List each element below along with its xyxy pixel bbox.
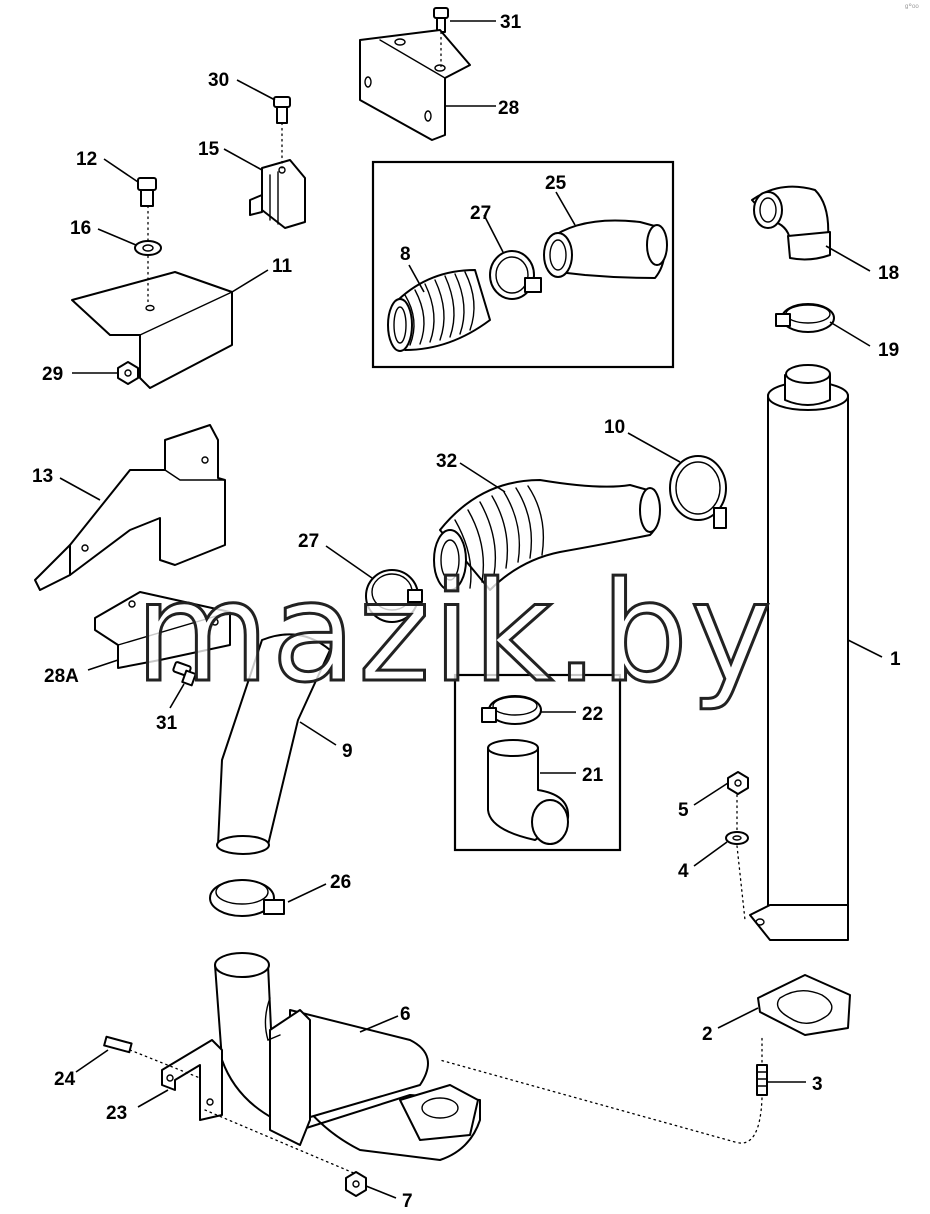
- clamp-10: [669, 455, 727, 529]
- callout-31-top: 31: [500, 12, 522, 33]
- callout-11: 11: [272, 256, 293, 277]
- bolt-30: [273, 96, 291, 124]
- gasket-2: [757, 974, 851, 1036]
- inset-box-lower: [453, 673, 622, 852]
- bracket-23: [161, 1039, 223, 1121]
- callout-16: 16: [70, 218, 91, 239]
- clamp-27-middle: [365, 569, 423, 623]
- washer-4: [725, 831, 749, 845]
- flex-pipe-32: [433, 479, 661, 591]
- bracket-28a: [94, 591, 231, 669]
- inset-box-upper: [371, 160, 675, 369]
- bracket-13: [34, 424, 226, 591]
- callout-32: 32: [436, 451, 457, 472]
- callout-12: 12: [76, 149, 97, 170]
- callout-28: 28: [498, 98, 519, 119]
- callout-27-middle: 27: [298, 531, 319, 552]
- callout-15: 15: [198, 139, 220, 160]
- callout-25: 25: [545, 173, 567, 194]
- elbow-21: [487, 739, 570, 845]
- heat-shield-11: [71, 271, 233, 389]
- stud-24: [103, 1035, 133, 1054]
- clamp-27-upper: [489, 250, 542, 300]
- callout-29: 29: [42, 364, 63, 385]
- callout-19: 19: [878, 340, 899, 361]
- callout-21: 21: [582, 765, 604, 786]
- assembly-paths: [129, 31, 763, 1175]
- callout-31-left: 31: [156, 713, 178, 734]
- nut-29: [117, 361, 139, 385]
- stud-3: [756, 1064, 768, 1096]
- clip-15: [249, 159, 306, 229]
- callout-22: 22: [582, 704, 603, 725]
- callout-1: 1: [890, 649, 901, 670]
- callout-9: 9: [342, 741, 353, 762]
- muffler-1: [749, 364, 849, 941]
- bracket-28: [359, 29, 471, 141]
- corner-mark: ᵍ°ᵒᵒ: [905, 2, 919, 12]
- callout-26: 26: [330, 872, 351, 893]
- nut-5: [727, 771, 749, 795]
- callout-24: 24: [54, 1069, 76, 1090]
- callout-4: 4: [678, 861, 689, 882]
- nut-7: [345, 1171, 367, 1197]
- callout-30: 30: [208, 70, 229, 91]
- callout-labels: 31 28 30 15 12 16 11 29 25 27 8 18 19 10…: [32, 12, 901, 1212]
- rain-cap-elbow-18: [751, 185, 831, 261]
- bolt-31-top: [433, 7, 449, 33]
- callout-18: 18: [878, 263, 899, 284]
- elbow-hose-25: [543, 219, 668, 279]
- clamp-19: [775, 303, 835, 333]
- exhaust-pipe-9: [216, 633, 331, 855]
- exhaust-tube-6: [214, 952, 481, 1161]
- clamp-22: [481, 695, 542, 725]
- callout-5: 5: [678, 800, 689, 821]
- callout-23: 23: [106, 1103, 127, 1124]
- callout-6: 6: [400, 1004, 411, 1025]
- callout-13: 13: [32, 466, 53, 487]
- clamp-26: [209, 879, 285, 917]
- callout-8: 8: [400, 244, 411, 265]
- callout-28a: 28A: [44, 666, 79, 687]
- callout-7: 7: [402, 1191, 413, 1212]
- bolt-12: [137, 177, 157, 207]
- watermark: mazik.by: [135, 552, 774, 713]
- leader-lines: [59, 20, 883, 1199]
- bolt-31-left: [172, 661, 197, 687]
- callout-27-upper: 27: [470, 203, 491, 224]
- callout-2: 2: [702, 1024, 713, 1045]
- flex-hose-8: [387, 269, 491, 352]
- callout-10: 10: [604, 417, 625, 438]
- washer-16: [134, 240, 162, 256]
- callout-3: 3: [812, 1074, 823, 1095]
